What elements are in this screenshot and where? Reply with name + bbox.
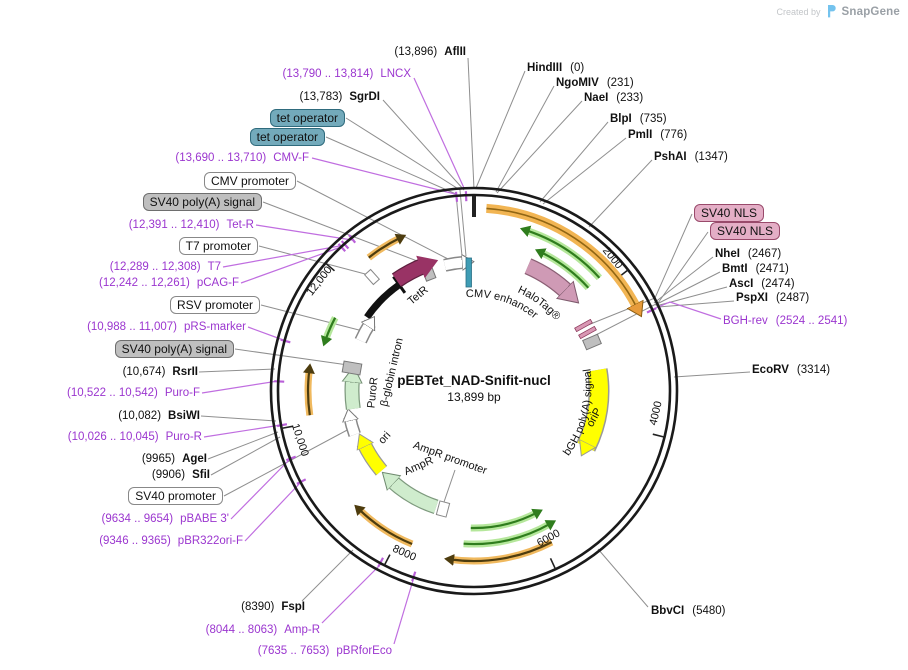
feature-cmv-promoter-arrow[interactable] <box>443 262 466 272</box>
callout-sv40-nls-1[interactable]: SV40 NLS <box>694 204 765 222</box>
callout-tet-operator-1[interactable]: tet operator <box>269 109 345 127</box>
tick-label-10000: 10,000 <box>289 422 311 458</box>
callout-BbvCI[interactable]: BbvCI(5480) <box>651 605 726 617</box>
callout-RsrII[interactable]: (10,674)RsrII <box>122 366 198 378</box>
callout-SfiI[interactable]: (9906)SfiI <box>151 469 210 481</box>
callout-BGH-rev[interactable]: BGH-rev(2524 .. 2541) <box>723 315 848 327</box>
callout-LNCX[interactable]: (13,790 .. 13,814)LNCX <box>282 68 411 80</box>
feature-ampr-arrow[interactable] <box>391 481 439 515</box>
feature-halotag-arrow[interactable] <box>524 258 569 293</box>
callout-NgoMIV[interactable]: NgoMIV(231) <box>556 77 634 89</box>
created-by-text: Created by <box>776 6 821 17</box>
callout-SgrDI[interactable]: (13,783)SgrDI <box>299 91 380 103</box>
callout-HindIII[interactable]: HindIII(0) <box>527 62 585 74</box>
feature-thin-arrows-left[interactable] <box>302 233 407 416</box>
feature-label-puror[interactable]: PuroR <box>365 377 380 409</box>
callout-NheI[interactable]: NheI(2467) <box>715 248 782 260</box>
feature-ampr-promoter-box[interactable] <box>435 500 451 518</box>
callout-rsv-promoter[interactable]: RSV promoter <box>169 296 260 314</box>
callout-AgeI[interactable]: (9965)AgeI <box>141 453 207 465</box>
callout-BsiWI[interactable]: (10,082)BsiWI <box>118 410 200 422</box>
callout-CMV-F[interactable]: (13,690 .. 13,710)CMV-F <box>175 152 309 164</box>
plasmid-backbone-circle <box>269 186 679 596</box>
feature-ori-arrow[interactable] <box>364 443 388 476</box>
callout-AflII[interactable]: (13,896)AflII <box>394 46 466 58</box>
feature-puror-arrow[interactable] <box>352 379 353 410</box>
callout-AscI[interactable]: AscI(2474) <box>729 278 795 290</box>
callout-EcoRV[interactable]: EcoRV(3314) <box>752 364 831 376</box>
feature-sv40-promoter-arrow[interactable] <box>350 417 361 437</box>
feature-label-ampr[interactable]: AmpR <box>402 455 435 478</box>
callout-T7[interactable]: (12,289 .. 12,308)T7 <box>109 261 221 273</box>
callout-Puro-F[interactable]: (10,522 .. 10,542)Puro-F <box>67 387 200 399</box>
plasmid-title: pEBTet_NAD-Snifit-nucl <box>397 373 551 388</box>
feature-green-arrows-top[interactable] <box>519 225 602 291</box>
callout-pBABE-3[interactable]: (9634 .. 9654)pBABE 3' <box>101 513 229 525</box>
callout-pCAG-F[interactable]: (12,242 .. 12,261)pCAG-F <box>99 277 239 289</box>
callout-sv40-promoter[interactable]: SV40 promoter <box>128 487 223 505</box>
feature-cds-orange-arc[interactable] <box>486 203 637 307</box>
callout-BmtI[interactable]: BmtI(2471) <box>722 263 789 275</box>
callout-PshAI[interactable]: PshAI(1347) <box>654 151 728 163</box>
callout-t7-promoter[interactable]: T7 promoter <box>178 237 258 255</box>
feature-orip-arrow[interactable] <box>576 368 610 447</box>
callout-NaeI[interactable]: NaeI(233) <box>584 92 644 104</box>
feature-rsv-promoter-arrow[interactable] <box>354 323 376 344</box>
callout-lines-primer <box>201 77 722 645</box>
plasmid-size: 13,899 bp <box>447 390 501 404</box>
callout-PmlI[interactable]: PmlI(776) <box>628 129 688 141</box>
feature-sv40-polya-box-left[interactable] <box>341 360 363 376</box>
callout-PspXI[interactable]: PspXI(2487) <box>736 292 810 304</box>
snapgene-logo-icon <box>827 5 836 18</box>
callout-BlpI[interactable]: BlpI(735) <box>610 113 667 125</box>
callout-pRS-marker[interactable]: (10,988 .. 11,007)pRS-marker <box>87 321 246 333</box>
callout-sv40-polya-1[interactable]: SV40 poly(A) signal <box>142 193 262 211</box>
feature-label-tetr[interactable]: TetR <box>406 284 431 308</box>
feature-tet-operator-bar[interactable] <box>465 257 472 288</box>
callout-pBR322ori-F[interactable]: (9346 .. 9365)pBR322ori-F <box>99 535 243 547</box>
feature-tetr-arrow[interactable] <box>391 255 439 288</box>
callout-FspI[interactable]: (8390)FspI <box>241 601 305 613</box>
tick-label-8000: 8000 <box>391 543 418 564</box>
callout-pBRforEco[interactable]: (7635 .. 7653)pBRforEco <box>257 645 392 657</box>
tick-label-4000: 4000 <box>647 400 664 427</box>
callout-Puro-R[interactable]: (10,026 .. 10,045)Puro-R <box>67 431 202 443</box>
callout-Amp-R[interactable]: (8044 .. 8063)Amp-R <box>205 624 320 636</box>
callout-Tet-R[interactable]: (12,391 .. 12,410)Tet-R <box>128 219 254 231</box>
feature-sv40-nls-boxes[interactable] <box>574 318 597 340</box>
feature-green-arrows-bottom[interactable] <box>354 504 557 566</box>
callout-tet-operator-2[interactable]: tet operator <box>249 128 325 146</box>
feature-gray-box-right[interactable] <box>582 333 602 351</box>
callout-cmv-promoter[interactable]: CMV promoter <box>203 172 296 190</box>
callout-sv40-polya-2[interactable]: SV40 poly(A) signal <box>114 340 234 358</box>
snapgene-brand-text[interactable]: SnapGene <box>841 5 900 18</box>
callout-sv40-nls-2[interactable]: SV40 NLS <box>710 222 781 240</box>
snapgene-watermark: Created by SnapGene <box>776 5 900 18</box>
feature-t7-promoter-box[interactable] <box>363 268 381 286</box>
feature-label-ori[interactable]: ori <box>376 429 393 446</box>
